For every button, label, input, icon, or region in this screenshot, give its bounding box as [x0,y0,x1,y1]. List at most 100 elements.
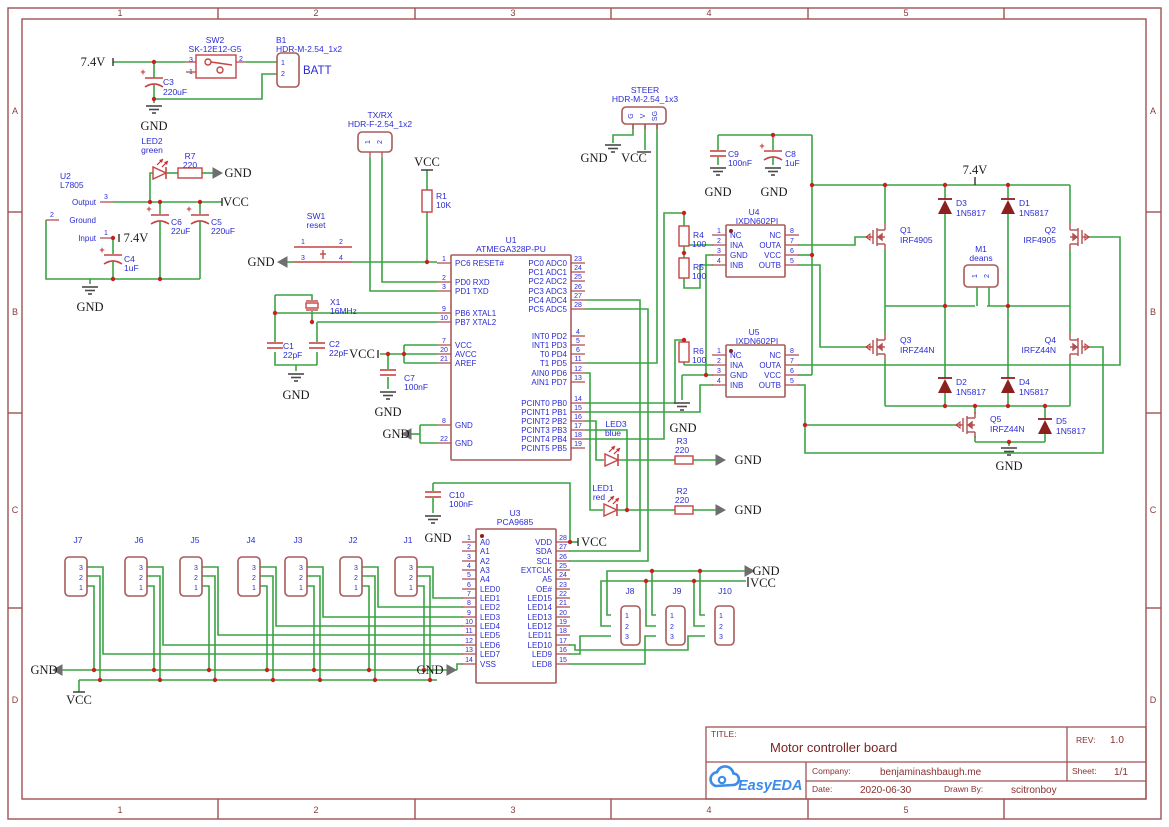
capacitor-C3[interactable] [144,77,164,88]
switch-SW2[interactable] [195,54,237,79]
val-led2[interactable]: green [141,145,163,155]
capacitor-C4[interactable] [103,254,123,265]
ground-symbol[interactable] [288,373,304,382]
net-gnd-r7[interactable]: GND [224,166,251,180]
wire[interactable] [600,580,746,627]
capacitor-C8[interactable] [763,150,783,161]
net-gnd-jrail[interactable]: GND [30,663,57,677]
ref-r1[interactable]: R1 [436,191,447,201]
wire[interactable] [307,585,315,670]
wire[interactable] [260,575,274,680]
wire[interactable] [87,575,101,680]
ref-q5[interactable]: Q5 [990,414,1002,424]
net-gnd-vss[interactable]: GND [416,663,443,677]
diode-D2[interactable] [938,377,952,393]
val-q4[interactable]: IRFZ44N [1022,345,1056,355]
val-c7[interactable]: 100nF [404,382,428,392]
capacitor-C9[interactable] [710,150,726,157]
ref-q2[interactable]: Q2 [1045,225,1057,235]
ref-c7[interactable]: C7 [404,373,415,383]
val-d3[interactable]: 1N5817 [956,208,986,218]
led-LED1[interactable] [603,495,620,518]
wire[interactable] [585,339,684,404]
net-gnd-c7[interactable]: GND [374,405,401,419]
num-u2-2[interactable]: 2 [50,212,54,219]
val-r1[interactable]: 10K [436,200,451,210]
ref-c9[interactable]: C9 [728,149,739,159]
capacitor-C7[interactable] [380,369,396,376]
wire[interactable] [645,581,656,627]
ref-r5[interactable]: R5 [693,262,704,272]
wire[interactable] [369,158,437,292]
resistor-R1[interactable] [421,189,433,213]
resistor-R6[interactable] [678,341,690,363]
ic-U3[interactable] [462,528,570,684]
diode-D3[interactable] [938,198,952,214]
net-7v4-batt[interactable]: 7.4V [81,55,106,69]
ref-c6[interactable]: C6 [171,217,182,227]
val-q3[interactable]: IRFZ44N [900,345,934,355]
val-steer[interactable]: HDR-M-2.54_1x3 [612,94,678,104]
ref-sw1[interactable]: SW1 [307,211,326,221]
net-gnd-u2[interactable]: GND [76,300,103,314]
connector-J6[interactable] [124,556,148,597]
ground-flag-symbol[interactable] [715,454,727,466]
wire[interactable] [362,575,376,680]
net-gnd-c3[interactable]: GND [140,119,167,133]
led-LED2[interactable] [152,158,169,181]
wire-layer[interactable] [45,61,1121,692]
val-c2[interactable]: 22pF [329,348,348,358]
connector-B1[interactable] [276,52,300,88]
diode-D5[interactable] [1038,418,1052,434]
wire[interactable] [274,352,317,366]
val-d1[interactable]: 1N5817 [1019,208,1049,218]
connector-J9[interactable] [665,605,686,646]
wire[interactable] [569,299,641,552]
net-gnd-j8[interactable]: GND [752,564,779,578]
ref-d4[interactable]: D4 [1019,377,1030,387]
wire[interactable] [202,575,216,680]
wire[interactable] [798,236,1121,366]
wire[interactable] [362,566,463,608]
ref-j5[interactable]: J5 [191,535,200,545]
crystal-X1[interactable] [305,300,319,311]
mosfet-Q2[interactable] [1069,224,1090,250]
wire[interactable] [585,372,603,511]
net-gnd-c9[interactable]: GND [704,185,731,199]
ref-c3[interactable]: C3 [163,77,174,87]
ground-flag-symbol[interactable] [212,167,224,179]
ref-sw2[interactable]: SW2 [206,35,225,45]
ref-r6[interactable]: R6 [693,346,704,356]
ref-c2[interactable]: C2 [329,339,340,349]
wire[interactable] [569,308,649,562]
connector-J2[interactable] [339,556,363,597]
ground-symbol[interactable] [605,144,621,153]
wire[interactable] [585,384,713,413]
val-m1[interactable]: deans [969,253,992,263]
ref-j6[interactable]: J6 [135,535,144,545]
net-gnd-sw1[interactable]: GND [247,255,274,269]
wire[interactable] [87,566,463,655]
ref-d3[interactable]: D3 [956,198,967,208]
ref-j3[interactable]: J3 [294,535,303,545]
ref-d2[interactable]: D2 [956,377,967,387]
ref-c5[interactable]: C5 [211,217,222,227]
ref-c8[interactable]: C8 [785,149,796,159]
wire[interactable] [693,581,705,627]
val-d4[interactable]: 1N5817 [1019,387,1049,397]
wire[interactable] [798,236,867,246]
ref-m1[interactable]: M1 [975,244,987,254]
ref-r3[interactable]: R3 [677,436,688,446]
ref-u2[interactable]: U2 [60,171,71,181]
ref-q3[interactable]: Q3 [900,335,912,345]
wire[interactable] [651,571,656,616]
val-x1[interactable]: 16MHz [330,306,357,316]
val-c4[interactable]: 1uF [124,263,139,273]
val-u2[interactable]: L7805 [60,180,84,190]
val-sw1[interactable]: reset [307,220,327,230]
val-d2[interactable]: 1N5817 [956,387,986,397]
ic-U5[interactable] [712,344,799,398]
capacitor-C2[interactable] [309,342,325,349]
ic-U4[interactable] [712,224,799,278]
connector-J1[interactable] [394,556,418,597]
